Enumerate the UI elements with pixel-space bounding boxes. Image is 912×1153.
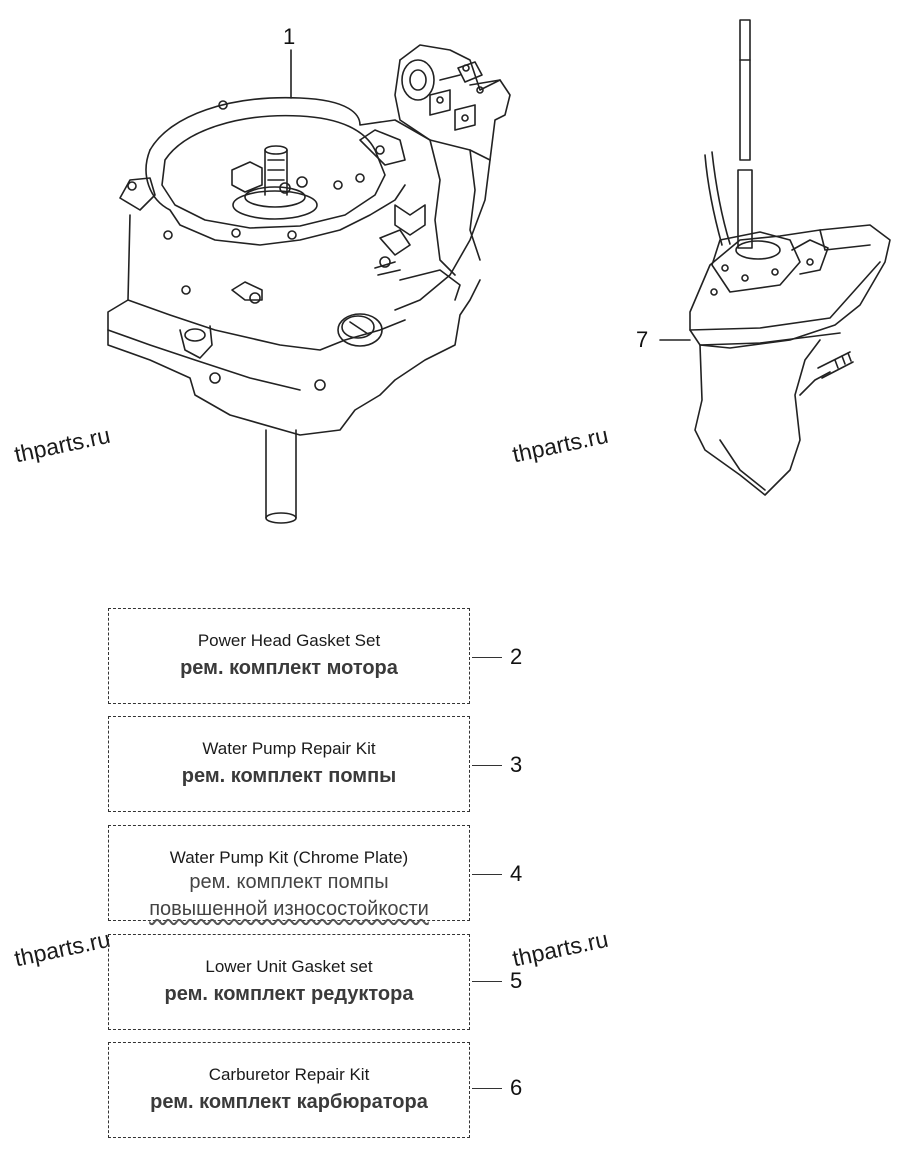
kit-label-en: Carburetor Repair Kit xyxy=(208,1065,370,1084)
callout-2: 2 xyxy=(510,644,523,669)
leader-6 xyxy=(472,1088,502,1089)
kit-label-en: Power Head Gasket Set xyxy=(197,631,381,650)
leader-4 xyxy=(472,874,502,875)
kit-box-water-pump: Water Pump Repair Kit рем. комплект помп… xyxy=(108,716,470,812)
callout-3: 3 xyxy=(510,752,523,777)
kit-label-en: Water Pump Kit (Chrome Plate) xyxy=(169,848,409,867)
kit-label-ru: рем. комплект мотора xyxy=(180,657,398,680)
kit-box-water-pump-chrome: Water Pump Kit (Chrome Plate) рем. компл… xyxy=(108,825,470,921)
kit-label-en: Water Pump Repair Kit xyxy=(202,739,376,758)
kit-box-carburetor: Carburetor Repair Kit рем. комплект карб… xyxy=(108,1042,470,1138)
kit-label-ru-line2: повышенной износостойкости xyxy=(149,898,429,921)
kit-label-ru: рем. комплект карбюратора xyxy=(150,1091,428,1114)
watermark-bottom-left: thparts.ru xyxy=(12,925,113,972)
kit-box-power-head: Power Head Gasket Set рем. комплект мото… xyxy=(108,608,470,704)
lower-unit-drawing xyxy=(659,19,891,496)
callout-6: 6 xyxy=(510,1075,523,1100)
kit-label-ru: рем. комплект редуктора xyxy=(164,983,414,1006)
leader-5 xyxy=(472,981,502,982)
callout-4: 4 xyxy=(510,861,523,886)
callout-7: 7 xyxy=(636,327,649,352)
watermark-bottom-right: thparts.ru xyxy=(510,925,611,972)
power-head-drawing xyxy=(107,44,511,524)
callout-1: 1 xyxy=(283,24,296,49)
callout-5: 5 xyxy=(510,968,523,993)
kit-label-en: Lower Unit Gasket set xyxy=(205,957,373,976)
kit-label-ru: рем. комплект помпы xyxy=(181,765,397,788)
kit-box-lower-unit: Lower Unit Gasket set рем. комплект реду… xyxy=(108,934,470,1030)
leader-3 xyxy=(472,765,502,766)
leader-2 xyxy=(472,657,502,658)
parts-illustration xyxy=(107,19,891,524)
kit-label-ru-line1: рем. комплект помпы xyxy=(189,871,389,894)
